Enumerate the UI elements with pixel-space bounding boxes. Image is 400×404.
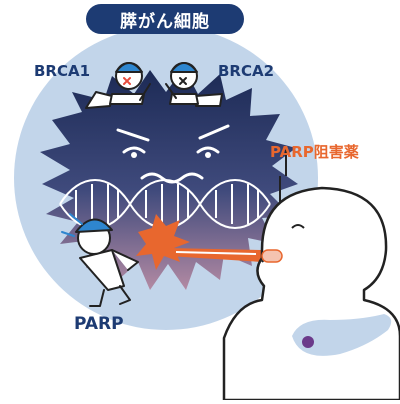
title-badge: 膵がん細胞: [86, 4, 244, 34]
label-parp: PARP: [74, 314, 124, 334]
label-brca1: BRCA1: [34, 62, 91, 80]
cell-face: [116, 124, 230, 184]
label-brca2: BRCA2: [218, 62, 275, 80]
parp-worker: [61, 213, 139, 307]
pancreas: [292, 314, 392, 356]
brca1-worker: [85, 62, 151, 109]
tumor: [302, 336, 314, 348]
label-parp-inhibitor: PARP阻害薬: [270, 143, 359, 161]
pill: [261, 249, 283, 263]
brca2-worker: [165, 62, 223, 107]
